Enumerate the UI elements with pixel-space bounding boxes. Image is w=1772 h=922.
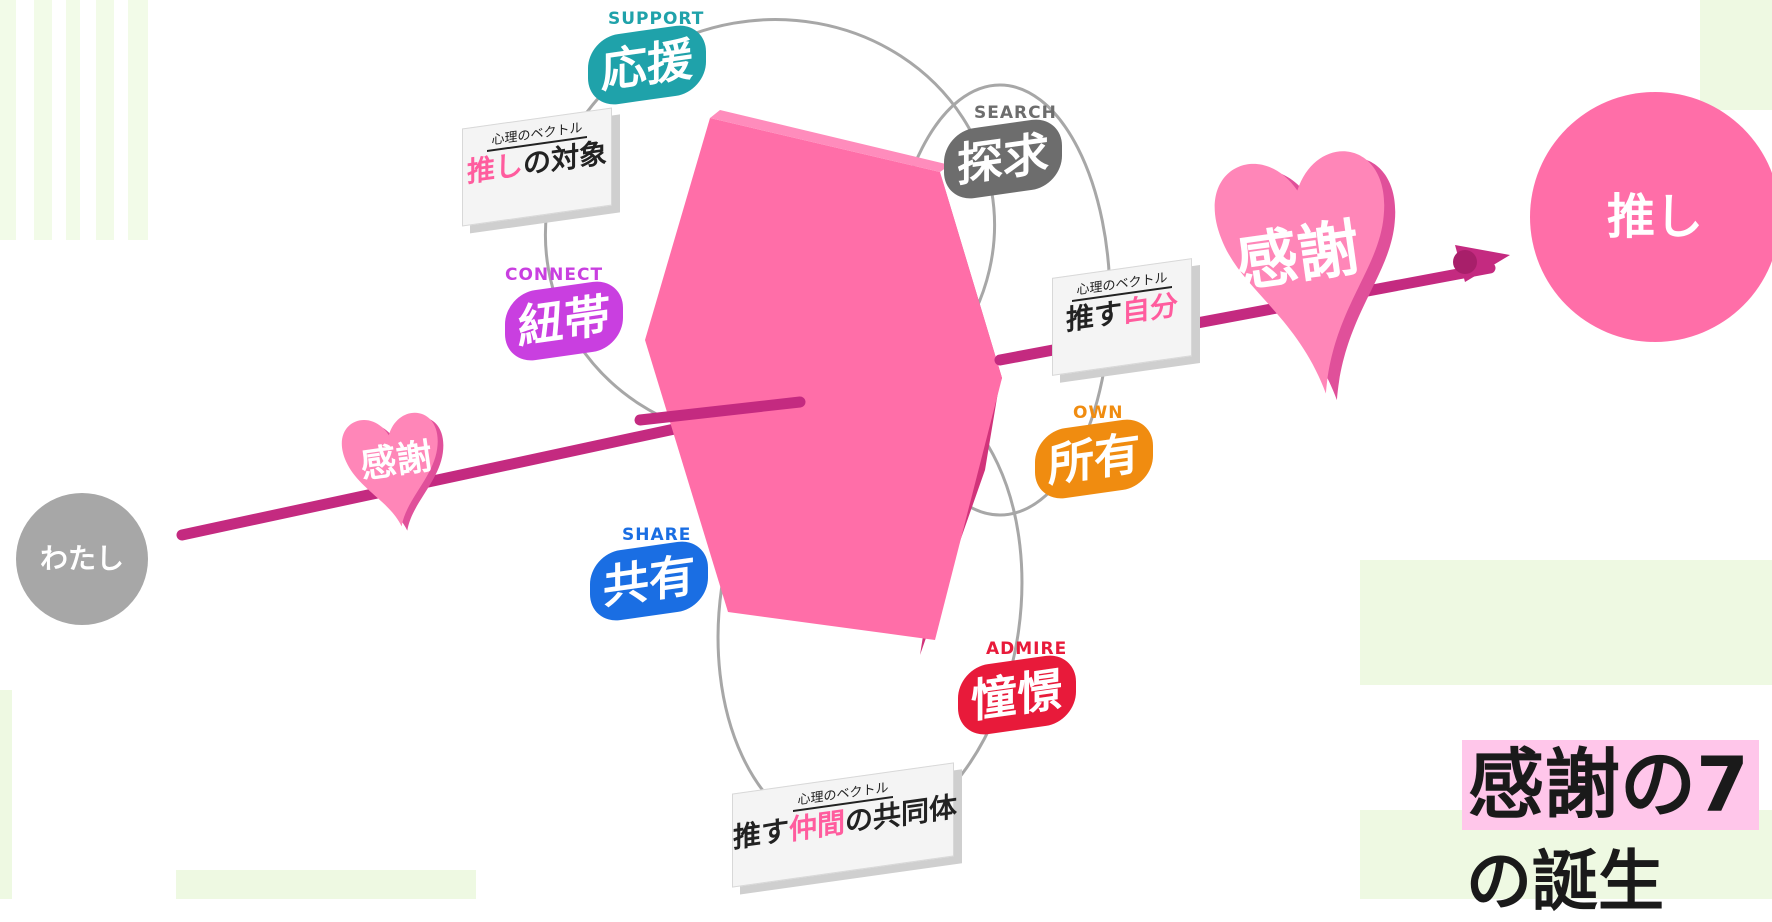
bubble-connect: CONNECT 紐帯 bbox=[505, 265, 635, 365]
bubble-admire: ADMIRE 憧憬 bbox=[958, 639, 1088, 739]
hexagon-edge bbox=[710, 110, 950, 172]
card-lead: 推す bbox=[1065, 296, 1122, 337]
bubble-tag: OWN bbox=[1073, 403, 1124, 423]
heart-small bbox=[341, 412, 444, 531]
bubble-search: SEARCH 探求 bbox=[944, 103, 1074, 203]
card-self: 心理のベクトル 推す自分 bbox=[1052, 258, 1192, 376]
target-node: 推し bbox=[1530, 92, 1772, 342]
bubble-tag: CONNECT bbox=[505, 265, 604, 285]
bubble-label: 所有 bbox=[1035, 415, 1153, 503]
bubble-label: 探求 bbox=[944, 115, 1062, 203]
bg-block bbox=[1360, 560, 1772, 685]
section-heading: 感謝の7 bbox=[1462, 740, 1759, 830]
hexagon-body bbox=[645, 118, 1002, 640]
bubble-tag: ADMIRE bbox=[986, 639, 1068, 659]
bubble-support: SUPPORT 応援 bbox=[588, 9, 718, 109]
bubble-tag: SUPPORT bbox=[608, 9, 705, 29]
bg-stripe bbox=[66, 0, 80, 240]
bubble-label: 憧憬 bbox=[958, 651, 1076, 739]
bg-stripe bbox=[0, 0, 16, 240]
arrow-head-base bbox=[1453, 250, 1477, 274]
bubble-share: SHARE 共有 bbox=[590, 525, 720, 625]
card-lead: 推す bbox=[733, 813, 790, 855]
diagram-graphics bbox=[176, 18, 1510, 841]
card-highlight: 自分 bbox=[1122, 288, 1179, 329]
bg-stripe bbox=[96, 0, 114, 240]
bg-stripe bbox=[34, 0, 52, 240]
heart-large bbox=[1214, 151, 1396, 401]
bubble-own: OWN 所有 bbox=[1035, 403, 1165, 503]
bg-stripe bbox=[0, 690, 12, 899]
card-highlight: 推し bbox=[466, 147, 523, 189]
bubble-tag: SEARCH bbox=[974, 103, 1057, 123]
bubble-label: 共有 bbox=[590, 537, 708, 625]
bg-stripe bbox=[176, 870, 476, 899]
bg-block bbox=[1700, 0, 1772, 110]
vector-arrow-center bbox=[634, 396, 806, 426]
bubble-tag: SHARE bbox=[622, 525, 692, 545]
section-subheading: の誕生 bbox=[1466, 843, 1664, 920]
bg-stripe bbox=[128, 0, 148, 240]
bubble-label: 応援 bbox=[588, 21, 706, 109]
bubble-label: 紐帯 bbox=[505, 277, 623, 365]
card-highlight: 仲間 bbox=[789, 805, 846, 847]
self-node: わたし bbox=[16, 493, 148, 625]
